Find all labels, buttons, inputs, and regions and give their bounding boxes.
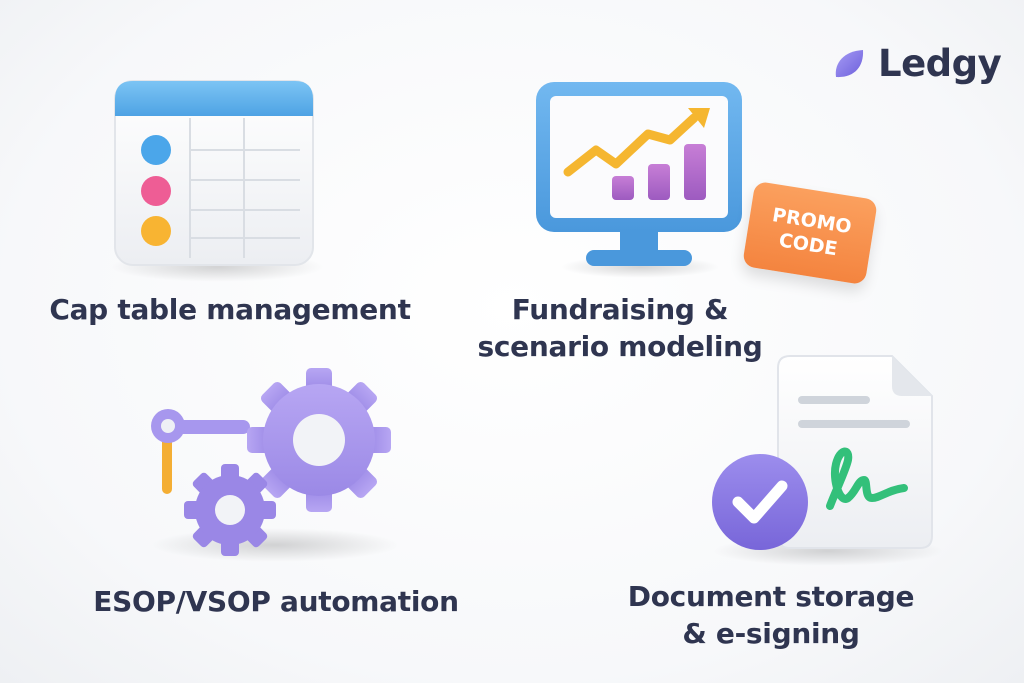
leaf-icon (835, 49, 864, 77)
feature-label-cap-table: Cap table management (49, 293, 411, 326)
feature-label-fundraising-line-2: scenario modeling (477, 330, 763, 363)
feature-label-documents-line-1: Document storage (627, 580, 915, 613)
table-icon (114, 80, 314, 266)
feature-label-fundraising-line-1: Fundraising & (511, 293, 729, 326)
feature-label-documents: Document storage & e-signing (612, 578, 930, 652)
feature-label-esop: ESOP/VSOP automation (93, 585, 459, 618)
promo-code-badge[interactable]: PROMO CODE (742, 180, 878, 286)
feature-label-fundraising: Fundraising & scenario modeling (470, 291, 770, 365)
brand-logo: Ledgy (832, 42, 1002, 85)
brand-name: Ledgy (878, 42, 1002, 85)
signed-document-icon (712, 355, 933, 550)
monitor-chart-icon (536, 82, 742, 266)
gears-icon (151, 368, 391, 556)
feature-label-documents-line-2: & e-signing (682, 617, 860, 650)
